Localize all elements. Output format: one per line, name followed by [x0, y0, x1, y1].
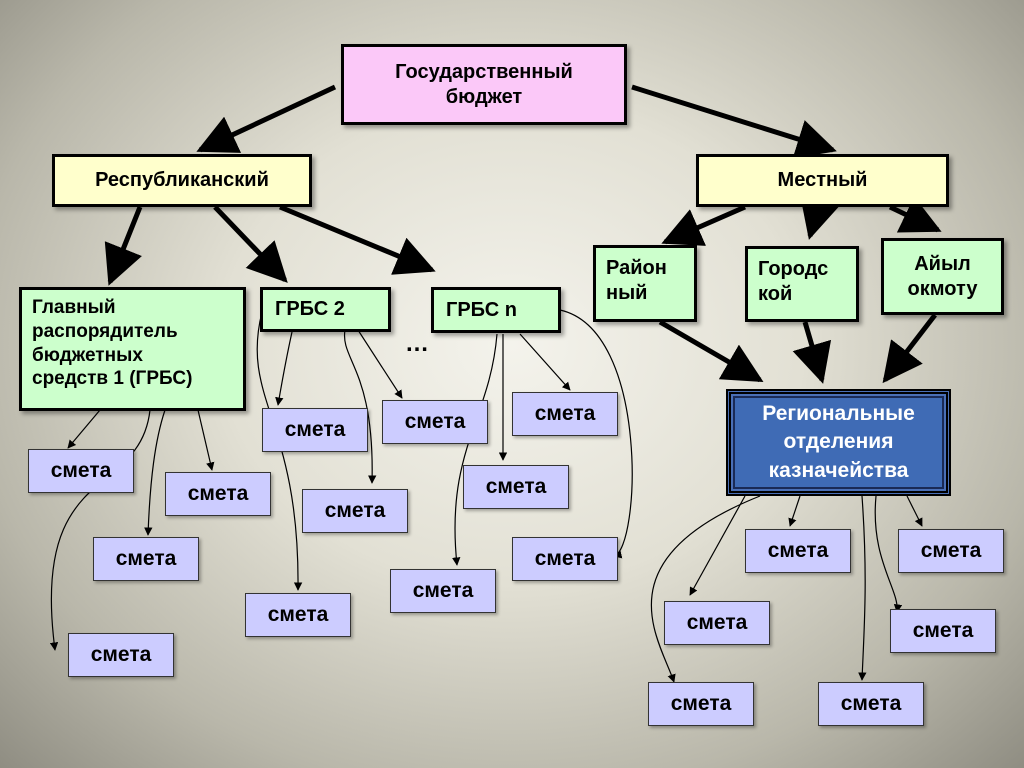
- smeta-box: смета: [302, 489, 408, 533]
- smeta-box: смета: [664, 601, 770, 645]
- smeta-box: смета: [390, 569, 496, 613]
- smeta-box: смета: [745, 529, 851, 573]
- republican-node: Республиканский: [52, 154, 312, 207]
- district-node: Район ный: [593, 245, 697, 322]
- smeta-box: смета: [890, 609, 996, 653]
- regional-treasury-node: Региональные отделения казначейства: [726, 389, 951, 496]
- smeta-box: смета: [382, 400, 488, 444]
- aiyl-okmotu-node: Айыл окмоту: [881, 238, 1004, 315]
- local-node: Местный: [696, 154, 949, 207]
- grbs-1-node: Главный распорядитель бюджетных средств …: [19, 287, 246, 411]
- smeta-box: смета: [512, 392, 618, 436]
- smeta-box: смета: [648, 682, 754, 726]
- smeta-box: смета: [463, 465, 569, 509]
- smeta-box: смета: [28, 449, 134, 493]
- smeta-box: смета: [262, 408, 368, 452]
- smeta-box: смета: [165, 472, 271, 516]
- smeta-box: смета: [245, 593, 351, 637]
- grbs-n-node: ГРБС n: [431, 287, 561, 333]
- ellipsis-text: …: [405, 330, 430, 357]
- smeta-box: смета: [93, 537, 199, 581]
- smeta-box: смета: [818, 682, 924, 726]
- grbs-2-node: ГРБС 2: [260, 287, 391, 332]
- smeta-box: смета: [68, 633, 174, 677]
- city-node: Городс кой: [745, 246, 859, 322]
- regional-treasury-label: Региональные отделения казначейства: [733, 396, 944, 489]
- state-budget-node: Государственный бюджет: [341, 44, 627, 125]
- smeta-box: смета: [512, 537, 618, 581]
- smeta-box: смета: [898, 529, 1004, 573]
